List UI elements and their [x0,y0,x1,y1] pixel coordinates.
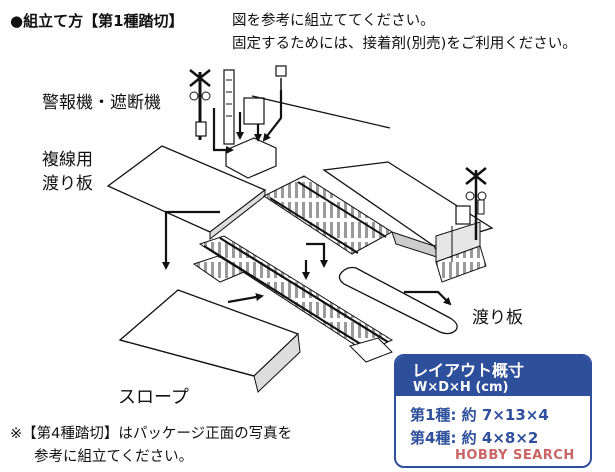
dimension-row-type4: 第4種: 約 4×8×2 [410,429,539,447]
crossing-board-piece [338,266,458,335]
track-front [192,235,394,363]
crossing-board-label: 渡り板 [472,308,523,328]
alarm-barrier-parts [189,65,391,179]
dimensions-panel-header: レイアウト概寸 W×D×H (cm) [396,356,590,396]
intro-line-2: 固定するためには、接着剤(別売)をご利用ください。 [232,36,577,52]
dimension-type1-label: 第1種 [410,406,451,424]
alarm-barrier-label: 警報機・遮断機 [42,93,161,113]
double-track-label-line-2: 渡り板 [42,174,93,194]
dimension-type4-label: 第4種 [410,429,451,447]
dimensions-unit: W×D×H (cm) [413,380,509,395]
footnote-line-1: ※【第4種踏切】はパッケージ正面の写真を [10,426,293,442]
assembled-base [322,161,494,283]
double-track-board-label: 複線用 渡り板 [42,148,93,196]
dimension-row-type1: 第1種: 約 7×13×4 [410,406,549,424]
intro-line-1: 図を参考に組立ててください。 [232,13,435,29]
dimensions-panel-body: 第1種: 約 7×13×4 第4種: 約 4×8×2 [396,396,590,450]
instruction-heading: ●組立て方【第1種踏切】 [10,12,184,30]
assembly-arrows [162,90,452,306]
dimension-type4-value: 約 4×8×2 [461,429,539,447]
dimensions-title: レイアウト概寸 [412,361,525,380]
intro-text: 図を参考に組立ててください。 固定するためには、接着剤(別売)をご利用ください。 [232,10,577,56]
slope-label: スロープ [118,387,189,408]
watermark-text: HOBBY SEARCH [455,448,575,463]
track-back-left [263,175,393,255]
footnote-line-2: 参考に組立てください。 [34,449,194,465]
dimensions-panel: レイアウト概寸 W×D×H (cm) 第1種: 約 7×13×4 第4種: 約 … [394,354,592,468]
double-track-label-line-1: 複線用 [42,150,93,170]
footnote: ※【第4種踏切】はパッケージ正面の写真を 参考に組立てください。 [10,423,292,469]
dimension-type1-value: 約 7×13×4 [461,406,549,424]
slope-piece [118,289,301,393]
crossing-signal-right [455,167,487,240]
